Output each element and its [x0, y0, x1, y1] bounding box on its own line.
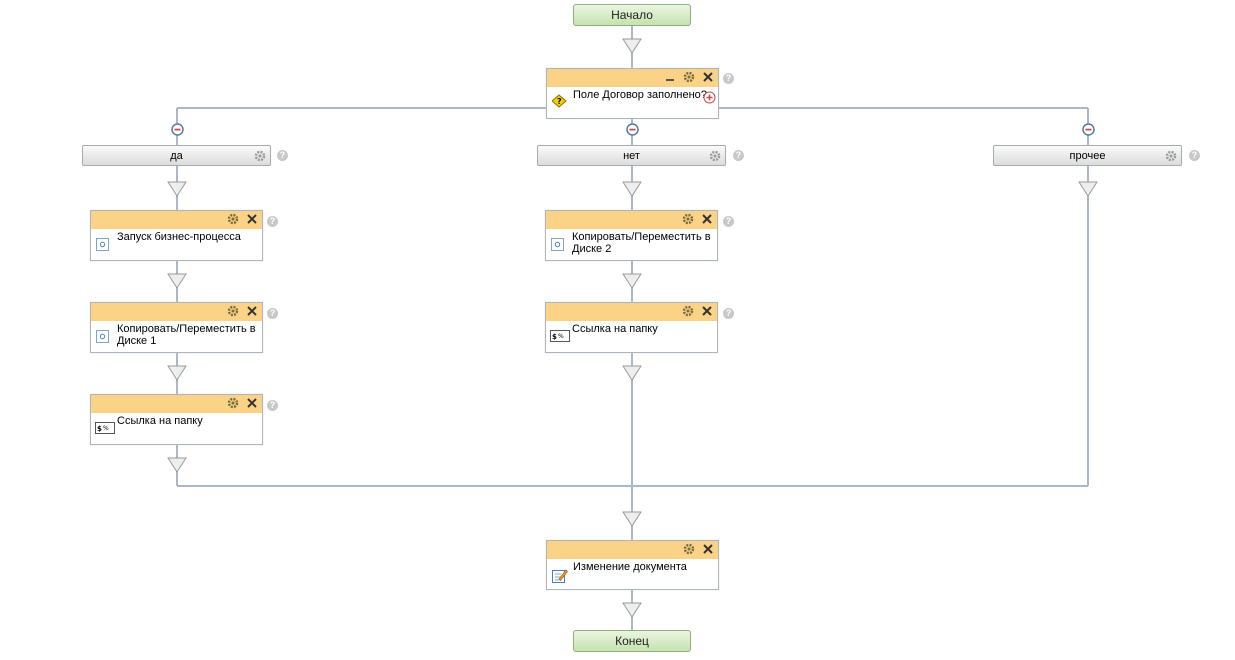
- block-title: Запуск бизнес-процесса: [117, 231, 241, 243]
- help-icon[interactable]: ?: [1189, 150, 1200, 161]
- block-header: [547, 541, 718, 559]
- block-body: Копировать/Переместить в Диске 1: [91, 321, 262, 351]
- condition-block[interactable]: ? Поле Договор заполнено?: [546, 68, 719, 119]
- gear-icon[interactable]: [709, 149, 721, 170]
- gear-icon[interactable]: [1165, 149, 1177, 170]
- start-node[interactable]: Начало: [573, 4, 691, 26]
- activity-icon: [96, 238, 109, 251]
- insert-arrow-icon[interactable]: [622, 365, 642, 381]
- block-title: Копировать/Переместить в Диске 2: [572, 231, 711, 255]
- gear-icon[interactable]: [227, 305, 239, 317]
- branch-label: прочее: [1069, 150, 1106, 162]
- variable-icon: $%: [550, 330, 570, 343]
- branch-label: нет: [623, 150, 640, 162]
- block-header: [91, 303, 262, 321]
- remove-branch-icon[interactable]: [171, 123, 184, 136]
- condition-warning-icon: ?: [551, 94, 567, 108]
- svg-text:%: %: [558, 333, 564, 340]
- gear-icon[interactable]: [683, 543, 695, 555]
- help-icon[interactable]: ?: [277, 150, 288, 161]
- insert-arrow-icon[interactable]: [167, 365, 187, 381]
- close-icon[interactable]: [246, 213, 258, 225]
- block-title: Изменение документа: [573, 561, 687, 573]
- gear-icon[interactable]: [227, 213, 239, 225]
- branch-no[interactable]: нет: [537, 145, 726, 166]
- end-node[interactable]: Конец: [573, 630, 691, 652]
- activity-icon: [551, 238, 564, 251]
- block-body: ? Поле Договор заполнено?: [547, 87, 718, 108]
- svg-text:%: %: [103, 425, 109, 432]
- gear-icon[interactable]: [683, 71, 695, 83]
- gear-icon[interactable]: [682, 213, 694, 225]
- insert-arrow-icon[interactable]: [622, 511, 642, 527]
- help-icon[interactable]: ?: [723, 308, 734, 319]
- gear-icon[interactable]: [682, 305, 694, 317]
- add-branch-icon[interactable]: [703, 91, 716, 104]
- block-title: Копировать/Переместить в Диске 1: [117, 323, 256, 347]
- close-icon[interactable]: [702, 71, 714, 83]
- block-title: Ссылка на папку: [572, 323, 658, 335]
- help-icon[interactable]: ?: [267, 308, 278, 319]
- help-icon[interactable]: ?: [267, 216, 278, 227]
- help-icon[interactable]: ?: [723, 216, 734, 227]
- insert-arrow-icon[interactable]: [167, 181, 187, 197]
- edit-document-icon: [552, 568, 568, 584]
- svg-text:?: ?: [557, 97, 562, 106]
- block-body: Изменение документа: [547, 559, 718, 583]
- help-icon[interactable]: ?: [723, 73, 734, 84]
- help-icon[interactable]: ?: [267, 400, 278, 411]
- branch-yes[interactable]: да: [82, 145, 271, 166]
- block-header: [546, 303, 717, 321]
- close-icon[interactable]: [246, 397, 258, 409]
- variable-icon: $%: [95, 422, 115, 435]
- activity-block[interactable]: Копировать/Переместить в Диске 1: [90, 302, 263, 353]
- minimize-icon[interactable]: [664, 71, 676, 83]
- block-header: [91, 395, 262, 413]
- insert-arrow-icon[interactable]: [622, 273, 642, 289]
- activity-block[interactable]: $% Ссылка на папку: [545, 302, 718, 353]
- block-header: [91, 211, 262, 229]
- insert-arrow-icon[interactable]: [1078, 181, 1098, 197]
- svg-text:$: $: [97, 425, 102, 433]
- block-body: Запуск бизнес-процесса: [91, 229, 262, 251]
- close-icon[interactable]: [246, 305, 258, 317]
- block-body: Копировать/Переместить в Диске 2: [546, 229, 717, 259]
- insert-arrow-icon[interactable]: [622, 602, 642, 618]
- gear-icon[interactable]: [254, 149, 266, 170]
- insert-arrow-icon[interactable]: [167, 273, 187, 289]
- remove-branch-icon[interactable]: [626, 123, 639, 136]
- close-icon[interactable]: [702, 543, 714, 555]
- block-body: $% Ссылка на папку: [546, 321, 717, 342]
- branch-other[interactable]: прочее: [993, 145, 1182, 166]
- svg-text:$: $: [552, 333, 557, 341]
- activity-block[interactable]: Копировать/Переместить в Диске 2: [545, 210, 718, 261]
- gear-icon[interactable]: [227, 397, 239, 409]
- activity-block[interactable]: Запуск бизнес-процесса: [90, 210, 263, 261]
- activity-icon: [96, 330, 109, 343]
- insert-arrow-icon[interactable]: [622, 38, 642, 54]
- activity-block[interactable]: Изменение документа: [546, 540, 719, 590]
- block-body: $% Ссылка на папку: [91, 413, 262, 434]
- help-icon[interactable]: ?: [733, 150, 744, 161]
- close-icon[interactable]: [701, 213, 713, 225]
- block-header: [547, 69, 718, 87]
- condition-title: Поле Договор заполнено?: [573, 89, 707, 101]
- remove-branch-icon[interactable]: [1082, 123, 1095, 136]
- insert-arrow-icon[interactable]: [167, 457, 187, 473]
- block-title: Ссылка на папку: [117, 415, 203, 427]
- close-icon[interactable]: [701, 305, 713, 317]
- block-header: [546, 211, 717, 229]
- branch-label: да: [170, 150, 183, 162]
- activity-block[interactable]: $% Ссылка на папку: [90, 394, 263, 445]
- insert-arrow-icon[interactable]: [622, 181, 642, 197]
